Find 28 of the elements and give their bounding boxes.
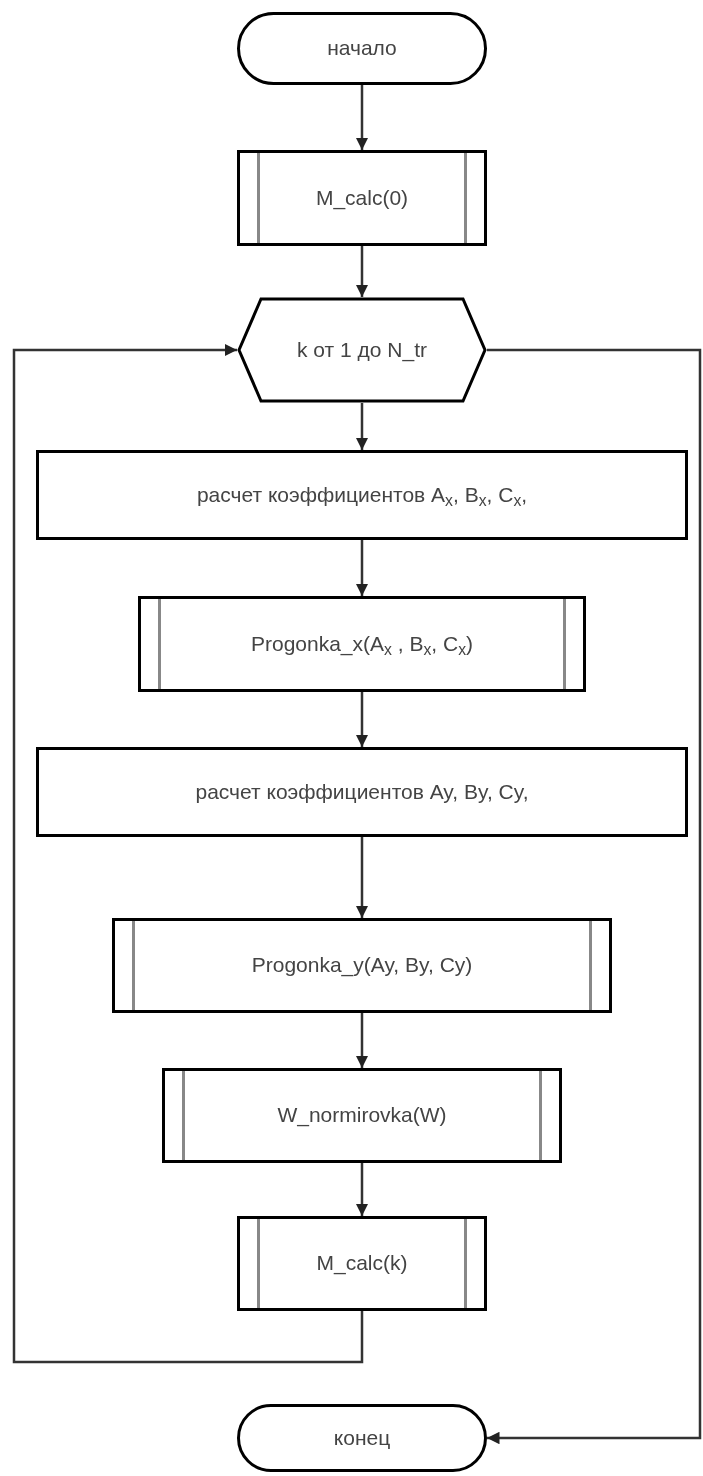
node-text: M_calc(0) [315,184,409,212]
arrow [487,348,702,1445]
subroutine-box [237,1216,487,1311]
arrow [355,246,369,297]
node-text: расчет коэффициентов Ay, By, Cy, [195,778,529,805]
arrow [355,1163,369,1216]
process-box [36,747,688,837]
node-text: Progonka_y(Ay, By, Cy) [251,952,473,979]
loop-hexagon [237,297,487,403]
arrow [355,540,369,596]
node-text: k от 1 до N_tr [297,336,427,364]
arrow [355,837,369,918]
node-text: начало [327,35,397,62]
node-text: M_calc(k) [316,1250,408,1277]
arrow [355,85,369,150]
subroutine-box [237,150,487,246]
process-box [36,450,688,540]
arrow [12,343,364,1364]
arrow [355,692,369,747]
node-text: W_normirovka(W) [277,1102,447,1129]
node-text: Progonka_x(A$_{x}$ , B$_{x}$, C$_{x}$) [250,630,474,658]
arrow [355,1013,369,1068]
subroutine-box [138,596,586,692]
subroutine-box [162,1068,562,1163]
node-text: расчет коэффициентов A$_{x}$, B$_{x}$, C$_{x}$, [196,481,528,509]
arrow [355,403,369,450]
subroutine-box [112,918,612,1013]
node-text: конец [333,1424,391,1451]
